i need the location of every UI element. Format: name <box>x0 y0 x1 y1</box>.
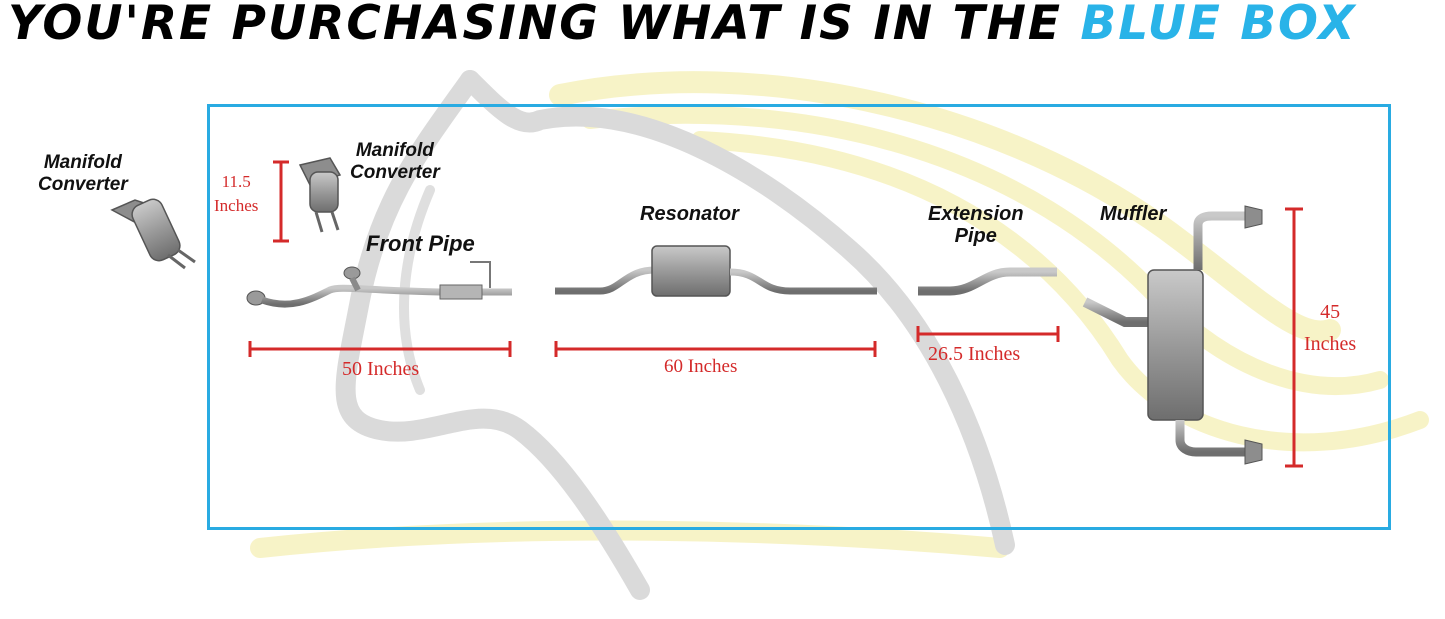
inside-converter-label: Manifold Converter <box>350 140 440 183</box>
front-pipe-icon <box>246 261 512 308</box>
extension-pipe-dimension-line <box>916 326 1060 342</box>
extension-pipe-icon <box>918 267 1057 296</box>
resonator-icon <box>555 245 877 297</box>
muffler-label: Muffler <box>1100 203 1167 225</box>
resonator-dimension-line <box>554 341 877 357</box>
headline-prefix: YOU'RE PURCHASING WHAT IS IN THE <box>8 0 1063 51</box>
muffler-icon <box>1082 205 1263 465</box>
inside-manifold-converter-icon <box>298 157 342 233</box>
muffler-dimension-text: 45 Inches <box>1304 301 1357 355</box>
outside-manifold-converter-icon <box>110 198 196 270</box>
headline-highlight: BLUE BOX <box>1080 0 1357 51</box>
front-pipe-label: Front Pipe <box>366 231 475 256</box>
purchase-box <box>207 104 1391 530</box>
resonator-dimension-text: 60 Inches <box>664 356 738 377</box>
front-pipe-dimension-text: 50 Inches <box>342 358 420 380</box>
extension-pipe-dimension-text: 26.5 Inches <box>928 343 1021 365</box>
muffler-dimension-line <box>1285 207 1303 468</box>
headline: YOU'RE PURCHASING WHAT IS IN THE BLUE BO… <box>8 0 1357 52</box>
resonator-label: Resonator <box>640 203 739 225</box>
outside-converter-label: Manifold Converter <box>38 152 128 195</box>
converter-dimension-text: 11.5 Inches <box>214 172 259 215</box>
converter-dimension-line <box>273 160 289 243</box>
extension-pipe-label: Extension Pipe <box>928 203 1024 247</box>
front-pipe-dimension-line <box>248 341 512 357</box>
